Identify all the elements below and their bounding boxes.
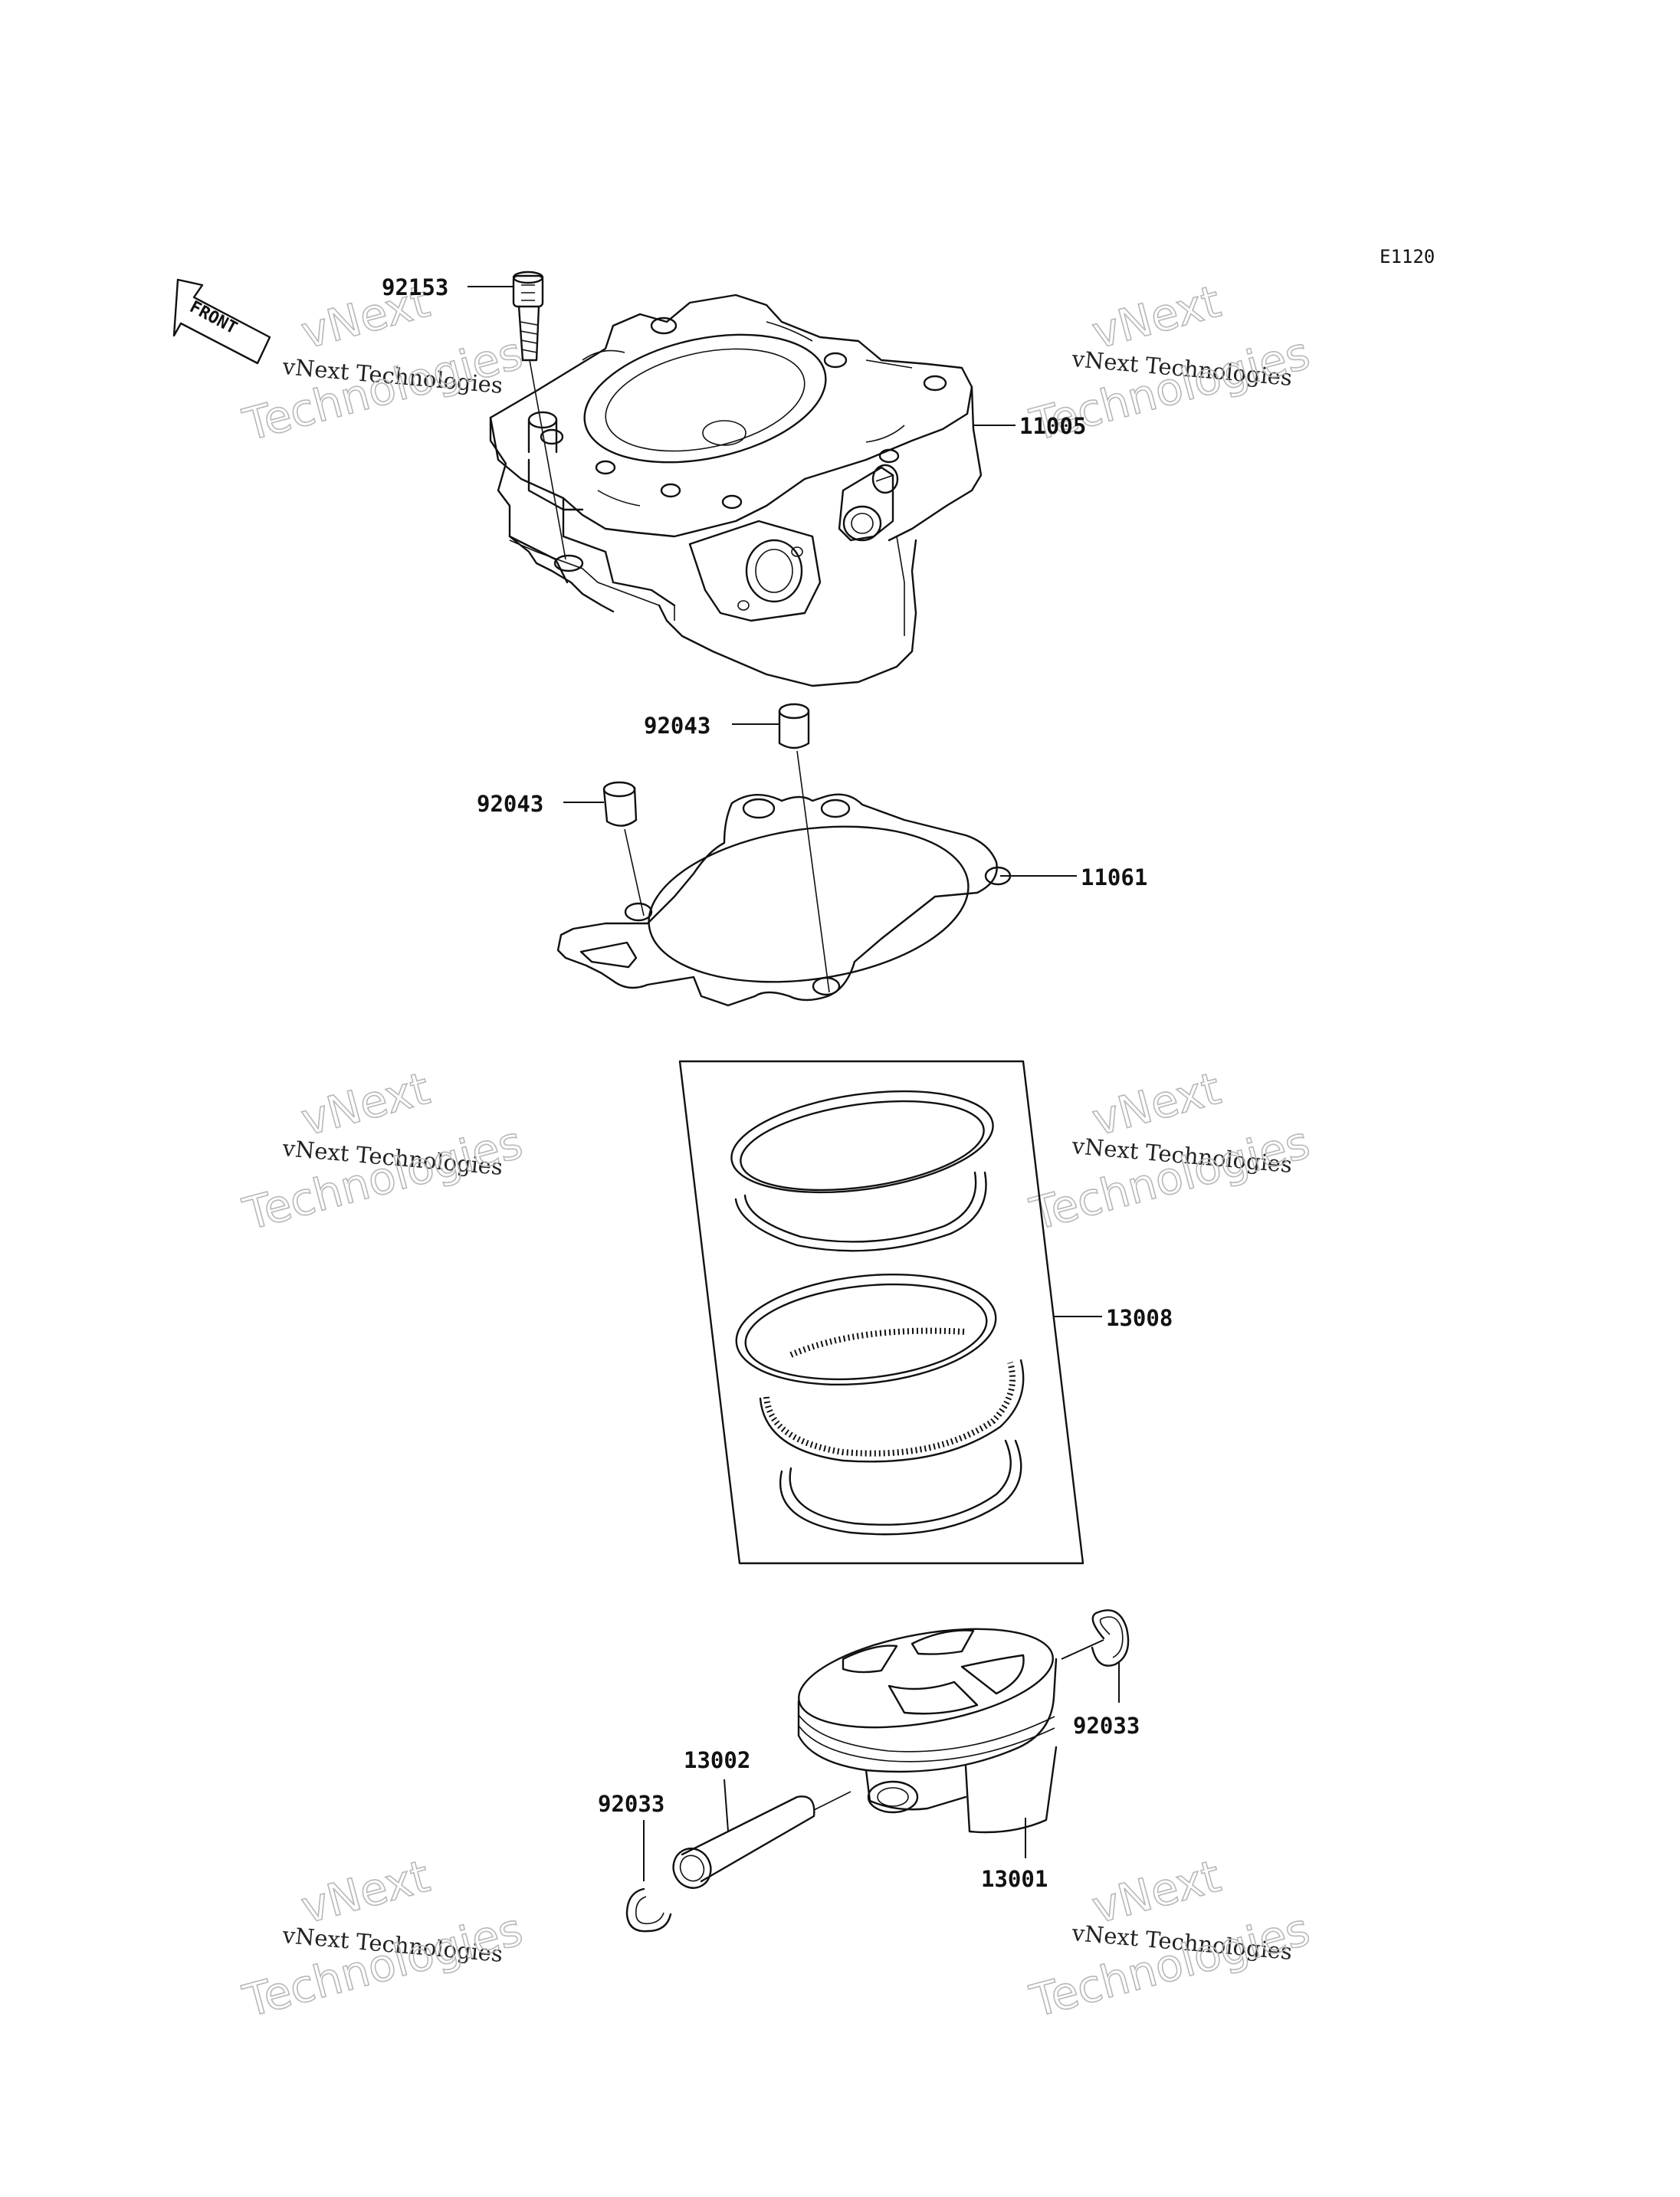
piston-pin-part xyxy=(672,1791,851,1889)
ring-set-part xyxy=(678,1060,1084,1565)
watermark-bottom-left: vNext vNext Technologies Technologies xyxy=(237,1849,528,2028)
circlip-left-part xyxy=(625,1887,672,1933)
watermark-bottom-right: vNext vNext Technologies Technologies xyxy=(1024,1849,1315,2028)
label-circlip-left: 92033 xyxy=(598,1791,664,1817)
dowel-pin-upper-part xyxy=(778,703,830,993)
watermark-line1: vNext xyxy=(1087,1062,1226,1146)
front-arrow-icon: FRONT xyxy=(172,278,271,365)
label-bolt: 92153 xyxy=(382,274,448,300)
diagram-code: E1120 xyxy=(1380,246,1435,267)
label-ring-set: 13008 xyxy=(1106,1305,1173,1331)
label-dowel-pin-lower: 92043 xyxy=(477,791,543,817)
front-label: FRONT xyxy=(186,297,240,338)
leader-13002 xyxy=(724,1779,729,1832)
label-dowel-pin-upper: 92043 xyxy=(644,713,710,739)
label-circlip-right: 92033 xyxy=(1073,1713,1140,1739)
watermark-line1: vNext xyxy=(296,1062,435,1146)
circlip-right-part xyxy=(1091,1609,1130,1667)
dowel-pin-lower-part xyxy=(602,781,645,917)
gasket-part xyxy=(556,793,1012,1007)
watermark-line3: Technologies xyxy=(1025,1903,1314,2027)
piston-part xyxy=(797,1628,1058,1834)
watermark-mid-right: vNext vNext Technologies Technologies xyxy=(1024,1061,1315,1241)
cylinder-part xyxy=(489,293,983,687)
watermark-line3: Technologies xyxy=(1025,1116,1314,1240)
watermark-line1: vNext xyxy=(1087,275,1226,359)
label-piston-pin: 13002 xyxy=(684,1747,750,1773)
watermark-mid-left: vNext vNext Technologies Technologies xyxy=(237,1061,528,1241)
leader-92033-right xyxy=(1061,1639,1104,1660)
label-cylinder: 11005 xyxy=(1019,413,1086,439)
label-gasket: 11061 xyxy=(1081,864,1147,890)
watermark-line1: vNext xyxy=(296,1850,435,1934)
watermark-top-left: vNext vNext Technologies Technologies xyxy=(237,274,528,451)
watermark-line1: vNext xyxy=(1087,1850,1226,1934)
bolt-part xyxy=(512,271,566,560)
label-piston: 13001 xyxy=(981,1866,1048,1892)
